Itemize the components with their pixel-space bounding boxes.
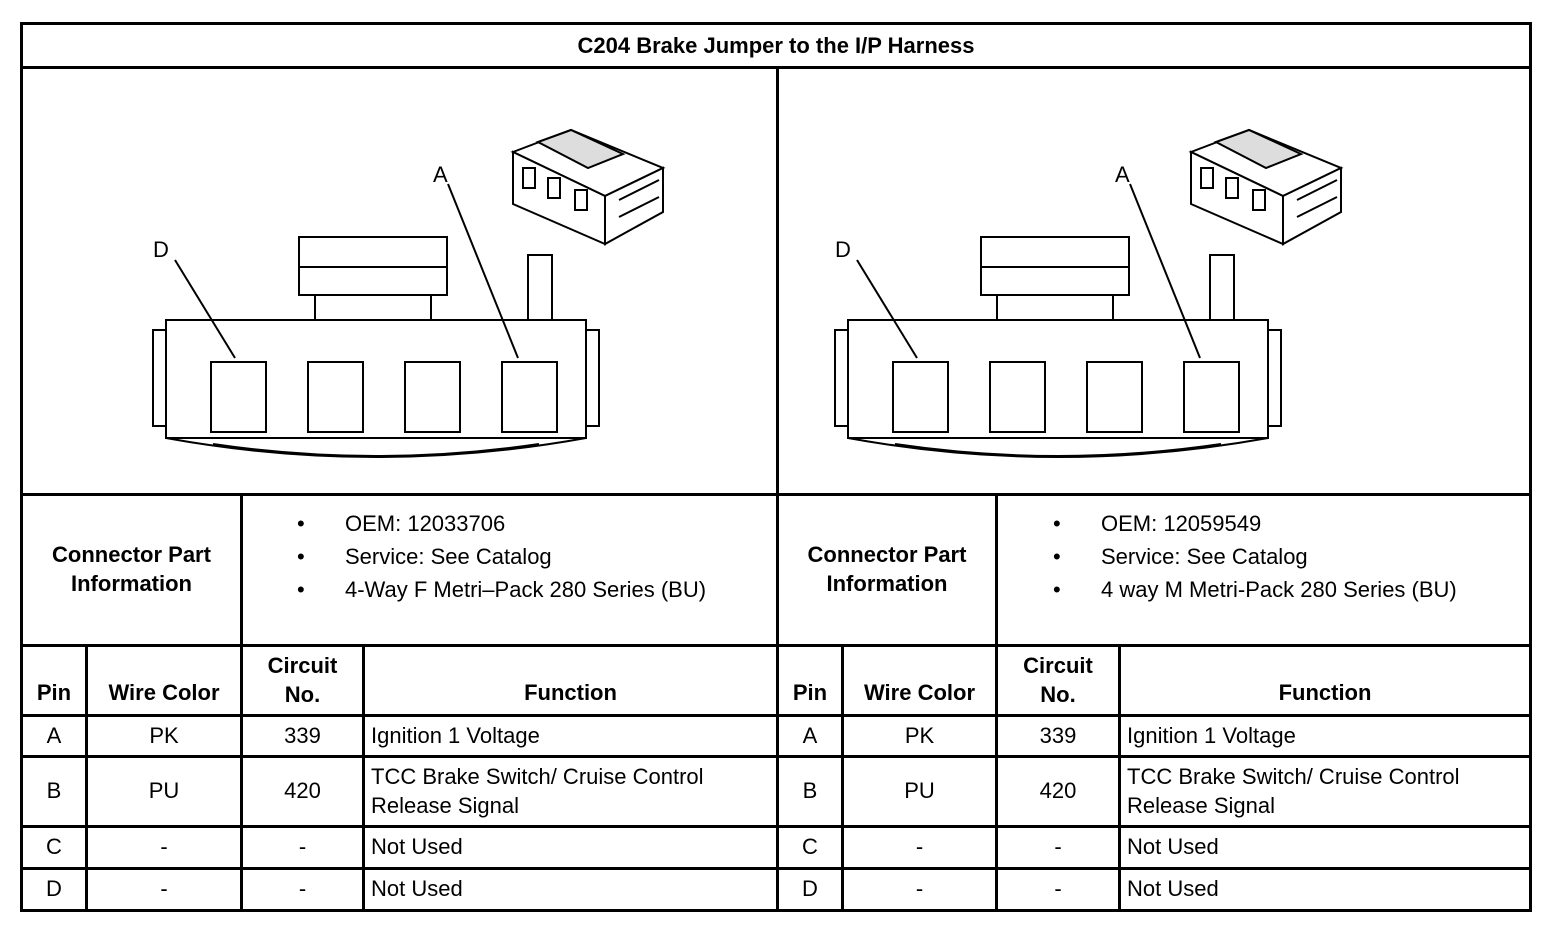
table-cell-pin: D [46, 876, 62, 902]
rule-partinfo-bottom [23, 644, 1529, 647]
part-info-oem: OEM: 12033706 [297, 507, 767, 540]
table-cell-pin: A [802, 722, 818, 748]
table-cell-wire-color: - [915, 876, 924, 902]
pin-callout-d: D [153, 237, 169, 262]
col-divider [362, 647, 365, 909]
table-cell-circuit: - [298, 876, 307, 902]
table-cell-pin: A [46, 722, 62, 748]
col-divider [1118, 647, 1121, 909]
part-info-oem: OEM: 12059549 [1053, 507, 1523, 540]
table-cell-function: Not Used [1127, 834, 1219, 860]
pin-callout-a: A [1115, 162, 1130, 187]
table-cell-function: Ignition 1 Voltage [371, 722, 540, 748]
table-cell-wire-color: PK [904, 722, 935, 748]
table-cell-pin: B [802, 778, 818, 804]
rule-image-bottom [23, 493, 1529, 496]
rule-row-c-bottom [23, 867, 1529, 870]
table-cell-circuit: 420 [1039, 778, 1077, 804]
pin-callout-a: A [433, 162, 448, 187]
connector-sheet: C204 Brake Jumper to the I/P Harness [20, 22, 1532, 912]
page-title: C204 Brake Jumper to the I/P Harness [23, 25, 1529, 69]
header-function: Function [524, 680, 617, 706]
table-cell-function: Not Used [1127, 876, 1219, 902]
part-info-series: 4 way M Metri-Pack 280 Series (BU) [1053, 573, 1523, 606]
table-cell-pin: D [802, 876, 818, 902]
center-divider [776, 69, 779, 909]
part-info-label-left: Connector Part Information [52, 542, 211, 596]
rule-row-a-bottom [23, 755, 1529, 758]
connector-iso-icon [510, 128, 666, 246]
table-cell-pin: C [46, 834, 62, 860]
table-cell-function: Ignition 1 Voltage [1127, 722, 1296, 748]
part-info-series: 4-Way F Metri–Pack 280 Series (BU) [297, 573, 767, 606]
pin-cavities [892, 361, 1240, 433]
part-info-service: Service: See Catalog [1053, 540, 1523, 573]
header-circuit-no: Circuit No. [1023, 652, 1093, 707]
partinfo-divider-right [995, 496, 998, 644]
header-circuit-no: Circuit No. [267, 652, 338, 707]
partinfo-divider-left [240, 496, 243, 644]
table-cell-circuit: 339 [284, 722, 321, 748]
connector-illustration-right: A D [834, 128, 1344, 458]
col-divider [85, 647, 88, 909]
connector-iso-icon [1188, 128, 1344, 246]
table-cell-pin: C [802, 834, 818, 860]
table-cell-wire-color: - [915, 834, 924, 860]
header-pin: Pin [36, 680, 72, 706]
connector-illustration-left: A D [152, 128, 666, 458]
header-function: Function [1278, 680, 1372, 706]
part-info-service: Service: See Catalog [297, 540, 767, 573]
table-cell-function: TCC Brake Switch/ Cruise Control Release… [371, 763, 704, 818]
table-cell-circuit: - [1054, 876, 1062, 902]
header-wire-color: Wire Color [108, 680, 220, 706]
pin-cavities [210, 361, 558, 433]
table-cell-function: Not Used [371, 834, 463, 860]
part-info-list-right: OEM: 12059549 Service: See Catalog 4 way… [1053, 507, 1523, 606]
pin-callout-d: D [835, 237, 851, 262]
header-pin: Pin [792, 680, 828, 706]
table-cell-circuit: 420 [284, 778, 321, 804]
part-info-list-left: OEM: 12033706 Service: See Catalog 4-Way… [297, 507, 767, 606]
table-cell-function: TCC Brake Switch/ Cruise Control Release… [1127, 763, 1460, 818]
table-cell-wire-color: PU [904, 778, 935, 804]
table-cell-circuit: - [1054, 834, 1062, 860]
rule-row-b-bottom [23, 825, 1529, 828]
table-cell-function: Not Used [371, 876, 463, 902]
header-wire-color: Wire Color [863, 680, 976, 706]
table-cell-wire-color: - [160, 876, 168, 902]
rule-header-bottom [23, 714, 1529, 717]
table-cell-wire-color: PK [149, 722, 179, 748]
table-cell-wire-color: - [160, 834, 168, 860]
col-divider [841, 647, 844, 909]
table-cell-pin: B [46, 778, 62, 804]
table-cell-wire-color: PU [148, 778, 180, 804]
col-divider [995, 647, 998, 909]
col-divider [240, 647, 243, 909]
table-cell-circuit: - [298, 834, 307, 860]
part-info-label-right: Connector Part Information [807, 542, 967, 596]
table-cell-circuit: 339 [1039, 722, 1077, 748]
